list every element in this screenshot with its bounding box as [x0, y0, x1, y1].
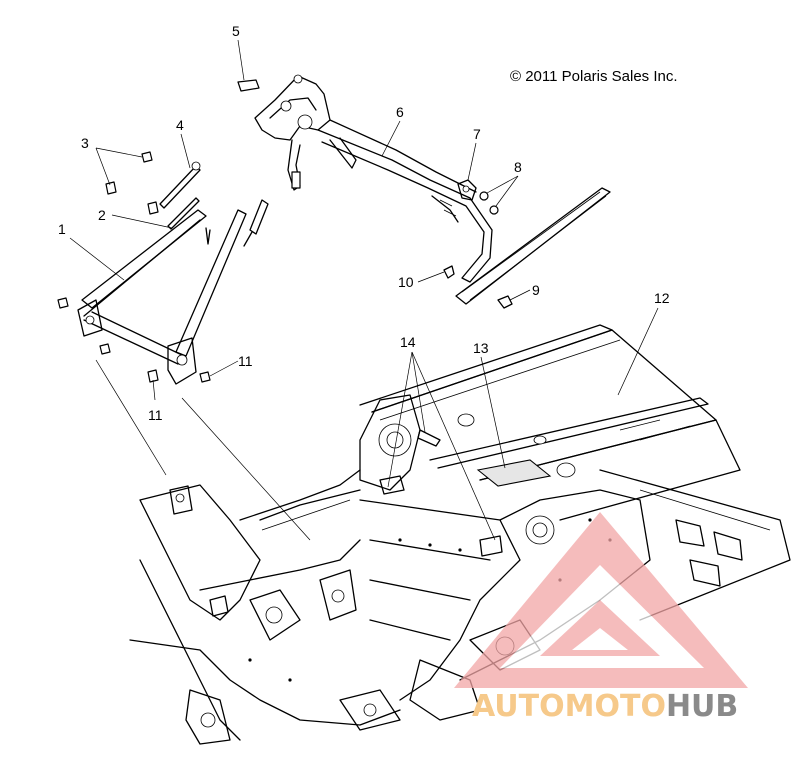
chassis-frame	[129, 394, 651, 745]
part-11-bolts	[57, 297, 211, 383]
part-8-nuts	[479, 191, 499, 215]
watermark-logo	[454, 512, 748, 688]
part-2-rod	[167, 197, 200, 230]
callout-11-right: 11	[238, 353, 253, 369]
callout-8: 8	[514, 159, 522, 175]
part-4-link	[159, 161, 269, 247]
watermark-text: AUTOMOTOHUB	[472, 689, 738, 724]
callout-1: 1	[58, 221, 66, 237]
watermark-text-part1: AUTOMOTO	[472, 689, 666, 724]
part-13-crossmember	[476, 459, 552, 487]
callout-14: 14	[400, 334, 416, 350]
callout-5: 5	[232, 23, 240, 39]
slide-rail	[455, 187, 611, 305]
callout-12: 12	[654, 290, 670, 306]
part-5-block	[237, 79, 260, 92]
part-10-clip	[443, 265, 455, 279]
leader-lines	[69, 39, 659, 541]
copyright-text: © 2011 Polaris Sales Inc.	[510, 68, 678, 85]
part-12-tunnel	[359, 324, 791, 621]
callout-10: 10	[398, 274, 414, 290]
part-7-bracket	[457, 179, 477, 201]
part-3-bolts	[105, 151, 159, 215]
part-9-clip	[497, 295, 513, 309]
callout-13: 13	[473, 340, 489, 356]
part-6-upper-support	[254, 74, 493, 283]
part-1-strut-assembly	[77, 209, 247, 385]
callout-6: 6	[396, 104, 404, 120]
callout-11-lower: 11	[148, 407, 163, 423]
callout-4: 4	[176, 117, 184, 133]
callout-2: 2	[98, 207, 106, 223]
callout-7: 7	[473, 126, 481, 142]
callout-3: 3	[81, 135, 89, 151]
callout-9: 9	[532, 282, 540, 298]
watermark-text-part2: HUB	[666, 689, 738, 724]
callout-labels: 1 2 3 4 5 6 7 8 9 10 11 11 12 13 14	[58, 23, 670, 423]
